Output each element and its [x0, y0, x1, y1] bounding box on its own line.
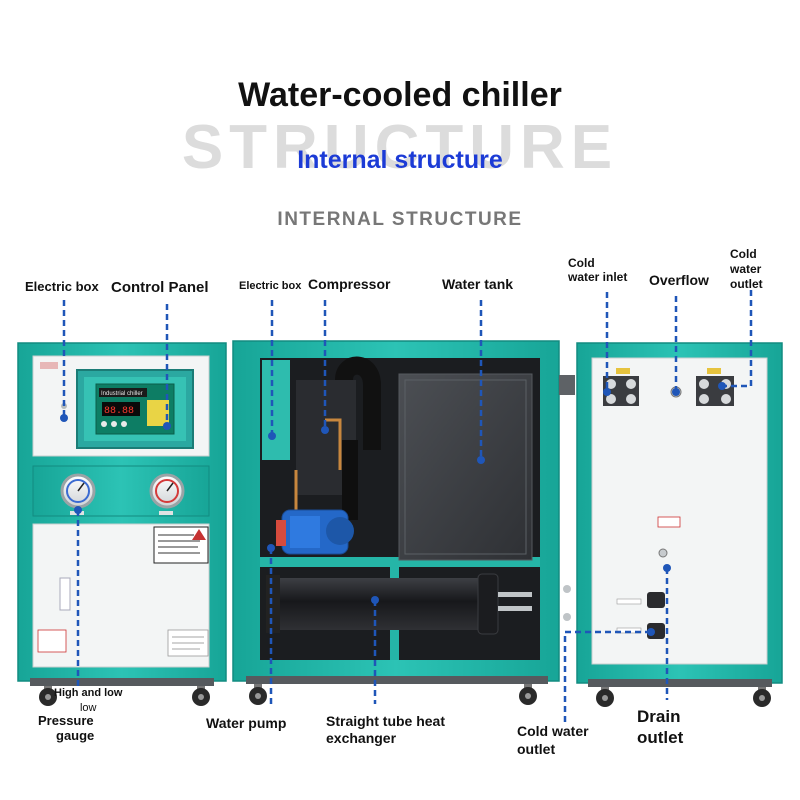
label-cold-water-outlet-top: Cold water outlet [730, 247, 763, 291]
label-compressor: Compressor [308, 276, 391, 292]
label-water-tank: Water tank [442, 276, 514, 292]
side-cabinet-open [232, 340, 575, 705]
pressure-gauge-high [149, 473, 185, 509]
caster-wheels [39, 686, 210, 706]
label-control-panel: Control Panel [111, 279, 209, 296]
label-cold-water-inlet: Cold water inlet [568, 256, 628, 284]
label-cold-water-outlet-bottom: Cold water outlet [517, 723, 589, 757]
label-electric-box-side: Electric box [239, 280, 302, 292]
leader-lines [62, 290, 753, 722]
outlet-fittings [696, 368, 734, 406]
pressure-gauge-low [60, 473, 96, 509]
subtitle: Internal structure [297, 146, 503, 174]
label-overflow: Overflow [649, 272, 709, 288]
heat-exchanger [266, 573, 532, 635]
water-pump [276, 509, 354, 555]
label-heat-exchanger: Straight tube heat exchanger [326, 713, 446, 746]
rear-cabinet [576, 342, 783, 707]
label-drain-outlet: Drain outlet [637, 707, 684, 747]
label-water-pump: Water pump [206, 715, 287, 731]
label-electric-box-front: Electric box [25, 279, 99, 294]
caster-wheels [596, 687, 771, 707]
control-panel-display-title: Industrial chiller [101, 391, 143, 397]
inlet-fittings [603, 368, 639, 406]
control-panel-display-digits: 88.88 [104, 406, 134, 417]
subtitle-english: INTERNAL STRUCTURE [277, 209, 523, 230]
front-cabinet: Industrial chiller 88.88 [17, 342, 227, 706]
background-watermark: STRUCTURE [181, 113, 619, 182]
main-title: Water-cooled chiller [238, 76, 562, 114]
caster-wheels [249, 684, 537, 705]
label-pressure-gauge: Pressure gauge [38, 713, 95, 743]
